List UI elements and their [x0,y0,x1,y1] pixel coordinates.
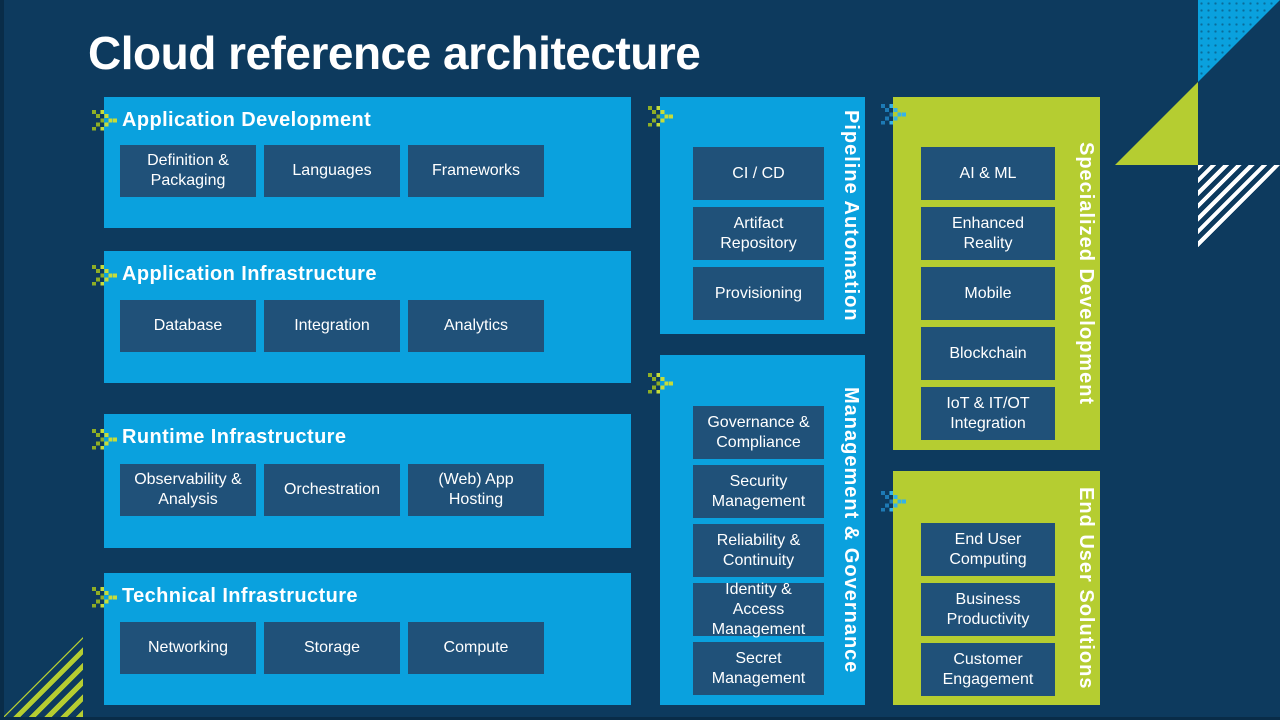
panel-end-user-solutions: End User Solutions End User Computing Bu… [880,471,1100,705]
slide-bottom-edge [0,717,1280,720]
lime-striped-triangle-decoration [0,637,83,720]
dotted-blue-triangle-decoration [1198,0,1280,82]
panel-title: Application Development [122,109,372,131]
item-ai-ml: AI & ML [921,147,1055,200]
item-customer-engagement: Customer Engagement [921,643,1055,696]
panel-management-governance: Management & Governance Governance & Com… [647,355,865,705]
item-blockchain: Blockchain [921,327,1055,380]
panel-title: Runtime Infrastructure [122,426,347,448]
panel-vertical-title: Pipeline Automation [840,109,862,322]
item-row: Database Integration Analytics [120,300,544,352]
double-chevron-icon [880,104,906,125]
double-chevron-icon [647,373,673,394]
item-web-app-hosting: (Web) App Hosting [408,464,544,516]
item-networking: Networking [120,622,256,674]
item-observability-analysis: Observability & Analysis [120,464,256,516]
item-row: Observability & Analysis Orchestration (… [120,464,544,516]
item-security-management: Security Management [693,465,824,518]
item-provisioning: Provisioning [693,267,824,320]
panel-application-infrastructure: Application Infrastructure Database Inte… [91,251,631,383]
item-column: Governance & Compliance Security Managem… [693,406,824,695]
item-secret-management: Secret Management [693,642,824,695]
panel-title: Application Infrastructure [122,263,377,285]
slide-title: Cloud reference architecture [88,27,701,79]
item-artifact-repository: Artifact Repository [693,207,824,260]
item-row: Networking Storage Compute [120,622,544,674]
double-chevron-icon [647,106,673,127]
panel-technical-infrastructure: Technical Infrastructure Networking Stor… [91,573,631,705]
item-database: Database [120,300,256,352]
item-end-user-computing: End User Computing [921,523,1055,576]
item-business-productivity: Business Productivity [921,583,1055,636]
item-ci-cd: CI / CD [693,147,824,200]
panel-vertical-title: Specialized Development [1075,141,1097,406]
double-chevron-icon [91,429,117,450]
item-column: CI / CD Artifact Repository Provisioning [693,147,824,320]
double-chevron-icon [91,265,117,286]
panel-vertical-title: Management & Governance [840,386,862,674]
panel-application-development: Application Development Definition & Pac… [91,97,631,228]
item-integration: Integration [264,300,400,352]
lime-triangle-decoration [1115,82,1198,165]
white-striped-triangle-decoration [1198,165,1280,249]
double-chevron-icon [91,110,117,131]
item-languages: Languages [264,145,400,197]
item-analytics: Analytics [408,300,544,352]
item-reliability-continuity: Reliability & Continuity [693,524,824,577]
item-governance-compliance: Governance & Compliance [693,406,824,459]
item-enhanced-reality: Enhanced Reality [921,207,1055,260]
item-identity-access-management: Identity & Access Management [693,581,824,638]
item-iot-itot-integration: IoT & IT/OT Integration [921,387,1055,440]
item-column: AI & ML Enhanced Reality Mobile Blockcha… [921,147,1055,440]
panel-vertical-title: End User Solutions [1075,486,1097,690]
panel-runtime-infrastructure: Runtime Infrastructure Observability & A… [91,414,631,548]
double-chevron-icon [91,587,117,608]
item-storage: Storage [264,622,400,674]
item-frameworks: Frameworks [408,145,544,197]
panel-pipeline-automation: Pipeline Automation CI / CD Artifact Rep… [647,97,865,334]
panel-title: Technical Infrastructure [122,585,358,607]
item-orchestration: Orchestration [264,464,400,516]
slide-left-edge [0,0,4,720]
item-definition-packaging: Definition & Packaging [120,145,256,197]
item-row: Definition & Packaging Languages Framewo… [120,145,544,197]
item-compute: Compute [408,622,544,674]
item-mobile: Mobile [921,267,1055,320]
item-column: End User Computing Business Productivity… [921,523,1055,696]
panel-specialized-development: Specialized Development AI & ML Enhanced… [880,97,1100,450]
double-chevron-icon [880,491,906,512]
